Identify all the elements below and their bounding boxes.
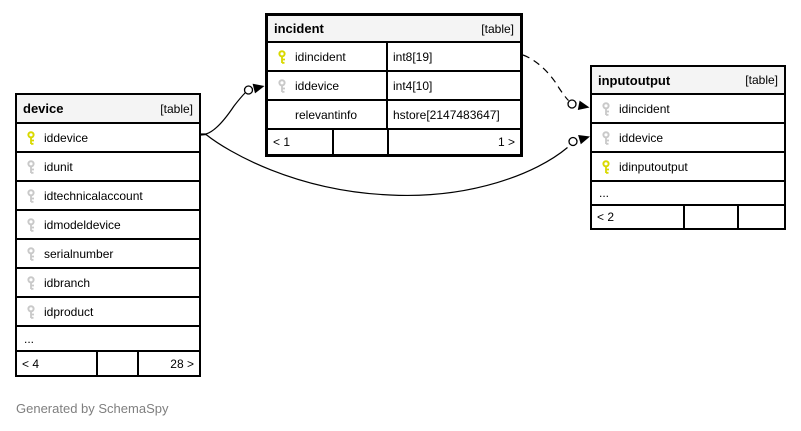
column-row-iddevice: iddevice int4[10] xyxy=(268,70,520,99)
more-columns-ellipsis: ... xyxy=(17,325,199,350)
foreign-key-icon xyxy=(277,78,287,93)
children-count xyxy=(737,206,784,228)
foreign-key-icon xyxy=(26,159,36,174)
cardinality-circle xyxy=(243,85,254,95)
table-name: inputoutput xyxy=(598,72,671,88)
column-type: hstore[2147483647] xyxy=(386,101,520,128)
column-name: idinputoutput xyxy=(619,159,688,174)
table-device-header[interactable]: device [table] xyxy=(17,95,199,122)
column-name: idbranch xyxy=(44,275,91,290)
column-name: idproduct xyxy=(44,304,94,319)
table-type-badge: [table] xyxy=(481,21,514,36)
column-row-idproduct: idproduct xyxy=(17,296,199,325)
column-name: iddevice xyxy=(619,130,664,145)
column-row-iddevice: iddevice xyxy=(592,122,784,151)
column-row-idunit: idunit xyxy=(17,151,199,180)
column-row-idbranch: idbranch xyxy=(17,267,199,296)
table-incident-footer: < 1 1 > xyxy=(268,128,520,154)
column-type: int8[19] xyxy=(386,43,520,70)
primary-key-icon xyxy=(601,159,611,174)
arrowhead-icon xyxy=(578,135,590,145)
column-name: idmodeldevice xyxy=(44,217,121,232)
column-name: iddevice xyxy=(44,130,89,145)
children-count: 1 > xyxy=(387,130,520,154)
cardinality-circle xyxy=(567,99,577,109)
table-incident-header[interactable]: incident [table] xyxy=(268,16,520,41)
column-name: idincident xyxy=(619,101,670,116)
foreign-key-icon xyxy=(26,304,36,319)
column-type: int4[10] xyxy=(386,72,520,99)
column-row-idtechnicalaccount: idtechnicalaccount xyxy=(17,180,199,209)
table-device-footer: < 4 28 > xyxy=(17,350,199,375)
foreign-key-icon xyxy=(26,246,36,261)
relationship-device-inputoutput xyxy=(200,133,590,197)
column-name: iddevice xyxy=(295,78,340,93)
footer-spacer xyxy=(332,130,387,154)
more-columns-ellipsis: ... xyxy=(592,180,784,204)
column-name: serialnumber xyxy=(44,246,114,261)
column-name: idincident xyxy=(295,49,346,64)
column-row-serialnumber: serialnumber xyxy=(17,238,199,267)
foreign-key-icon xyxy=(26,217,36,232)
table-inputoutput-footer: < 2 xyxy=(592,204,784,228)
column-name: idtechnicalaccount xyxy=(44,188,143,203)
relationship-device-incident xyxy=(201,83,265,135)
table-name: device xyxy=(23,101,64,116)
table-inputoutput-header[interactable]: inputoutput [table] xyxy=(592,67,784,93)
foreign-key-icon xyxy=(601,130,611,145)
column-row-idmodeldevice: idmodeldevice xyxy=(17,209,199,238)
footer-spacer xyxy=(96,352,137,375)
footer-spacer xyxy=(683,206,737,228)
foreign-key-icon xyxy=(601,101,611,116)
foreign-key-icon xyxy=(26,275,36,290)
column-row-idincident: idincident int8[19] xyxy=(268,41,520,70)
column-row-idincident: idincident xyxy=(592,93,784,122)
cardinality-circle xyxy=(568,136,578,147)
parents-count: < 4 xyxy=(22,356,40,371)
column-row-iddevice: iddevice xyxy=(17,122,199,151)
generator-note: Generated by SchemaSpy xyxy=(16,401,169,416)
primary-key-icon xyxy=(277,49,287,64)
table-name: incident xyxy=(274,21,324,36)
parents-count: < 2 xyxy=(597,210,615,224)
column-row-idinputoutput: idinputoutput xyxy=(592,151,784,180)
column-row-relevantinfo: relevantinfo hstore[2147483647] xyxy=(268,99,520,128)
children-count: 28 > xyxy=(137,352,199,375)
relationship-incident-inputoutput xyxy=(522,54,590,110)
table-type-badge: [table] xyxy=(745,73,778,87)
column-name: idunit xyxy=(44,159,73,174)
parents-count: < 1 xyxy=(273,135,291,149)
arrowhead-icon xyxy=(252,83,265,94)
arrowhead-icon xyxy=(577,100,590,110)
table-inputoutput[interactable]: inputoutput [table] idincident iddevice … xyxy=(590,65,786,230)
table-device[interactable]: device [table] iddevice idunit idtechnic… xyxy=(15,93,201,377)
table-type-badge: [table] xyxy=(160,101,193,116)
column-name: relevantinfo xyxy=(295,107,358,122)
primary-key-icon xyxy=(26,130,36,145)
table-incident[interactable]: incident [table] idincident int8[19] idd… xyxy=(265,13,523,157)
foreign-key-icon xyxy=(26,188,36,203)
